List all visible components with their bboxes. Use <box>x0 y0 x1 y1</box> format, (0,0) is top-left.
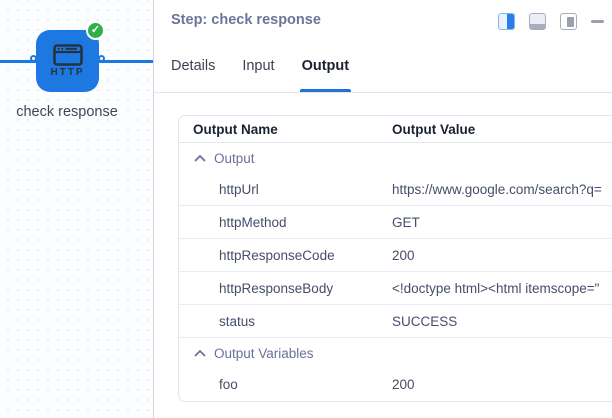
output-value-cell: https://www.google.com/search?q= <box>392 181 602 197</box>
group-row[interactable]: Output Variables <box>179 338 612 368</box>
step-detail-panel: Step: check response Details Input Outpu… <box>154 0 612 418</box>
output-table-body: Output httpUrl https://www.google.com/sear… <box>179 143 612 401</box>
tab-output[interactable]: Output <box>299 55 351 92</box>
incoming-connector-line <box>0 60 38 63</box>
tab-bar: Details Input Output <box>154 55 612 93</box>
output-name-cell: httpUrl <box>219 181 259 197</box>
output-name-cell: status <box>219 313 256 329</box>
panel-layout-controls <box>498 13 604 30</box>
table-row: httpMethod GET <box>179 206 612 239</box>
output-value-cell: SUCCESS <box>392 313 458 329</box>
output-name-cell: httpResponseCode <box>219 247 335 263</box>
output-value-cell: <!doctype html><html itemscope=" <box>392 280 600 296</box>
tab-details[interactable]: Details <box>171 58 216 74</box>
column-header-output-value: Output Value <box>392 121 476 137</box>
table-header: Output Name Output Value <box>179 116 612 143</box>
group-label: Output <box>214 150 255 166</box>
input-port[interactable] <box>30 55 37 62</box>
panel-title: Step: check response <box>171 12 321 28</box>
output-name-cell: foo <box>219 377 238 392</box>
output-port[interactable] <box>98 55 105 62</box>
table-row: httpResponseCode 200 <box>179 239 612 272</box>
table-row: status SUCCESS <box>179 305 612 338</box>
table-row: httpUrl https://www.google.com/search?q= <box>179 173 612 206</box>
column-header-output-name: Output Name <box>193 121 278 137</box>
table-row: foo 200 <box>179 368 612 401</box>
browser-window-icon <box>52 44 83 66</box>
output-value-cell: 200 <box>392 377 415 392</box>
output-value-cell: 200 <box>392 247 415 263</box>
group-label: Output Variables <box>214 345 314 361</box>
table-row: httpResponseBody <!doctype html><html ite… <box>179 272 612 305</box>
tab-input[interactable]: Input <box>242 58 275 74</box>
success-check-icon: ✓ <box>86 21 105 40</box>
dock-float-icon[interactable] <box>560 13 577 30</box>
node-label: check response <box>16 104 118 120</box>
output-name-cell: httpMethod <box>219 214 287 230</box>
output-name-cell: httpResponseBody <box>219 280 334 296</box>
dock-bottom-icon[interactable] <box>529 13 546 30</box>
chevron-up-icon <box>194 155 206 162</box>
panel-divider <box>153 0 154 418</box>
chevron-up-icon <box>194 350 206 357</box>
workflow-canvas[interactable]: HTTP ✓ check response <box>0 0 153 418</box>
dock-right-icon[interactable] <box>498 13 515 30</box>
outgoing-connector-line <box>97 60 153 63</box>
http-label: HTTP <box>50 67 85 78</box>
http-step-node[interactable]: HTTP ✓ <box>30 21 105 92</box>
minimize-icon[interactable] <box>591 20 604 23</box>
group-row[interactable]: Output <box>179 143 612 173</box>
output-value-cell: GET <box>392 214 420 230</box>
